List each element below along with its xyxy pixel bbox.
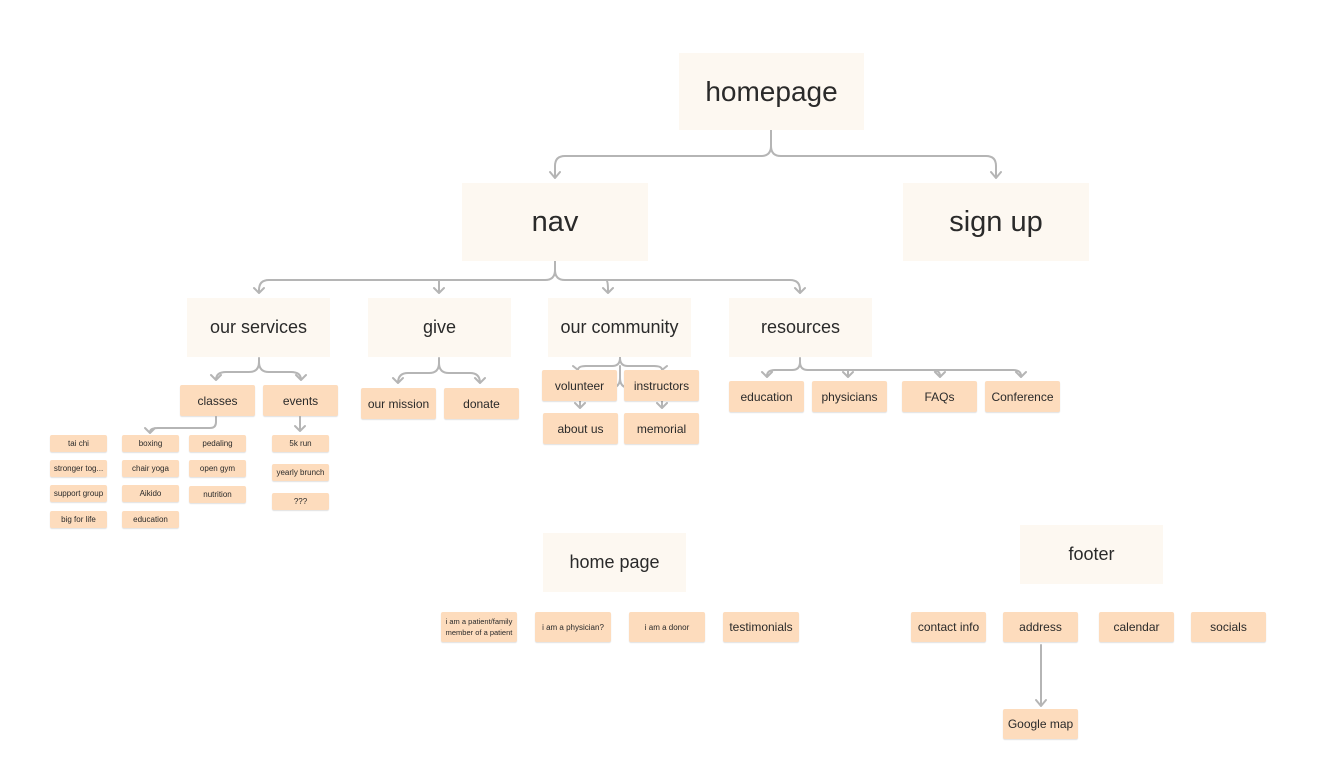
resources-node: resources xyxy=(729,298,872,357)
home-page-node: home page xyxy=(543,533,686,592)
home-page-item-donor: i am a donor xyxy=(629,612,705,642)
event-item-yearly-brunch: yearly brunch xyxy=(272,464,329,481)
nav-node: nav xyxy=(462,183,648,261)
class-item-tai-chi: tai chi xyxy=(50,435,107,452)
class-item-aikido: Aikido xyxy=(122,485,179,502)
class-item-stronger-together: stronger tog... xyxy=(50,460,107,477)
give-node: give xyxy=(368,298,511,357)
sign-up-node: sign up xyxy=(903,183,1089,261)
class-item-support-group: support group xyxy=(50,485,107,502)
community-item-memorial: memorial xyxy=(624,413,699,444)
events-node: events xyxy=(263,385,338,416)
class-item-boxing: boxing xyxy=(122,435,179,452)
connector-give-children xyxy=(392,357,486,384)
resources-item-physicians: physicians xyxy=(812,381,887,412)
footer-item-address: address xyxy=(1003,612,1078,642)
resources-item-faqs: FAQs xyxy=(902,381,977,412)
class-item-nutrition: nutrition xyxy=(189,486,246,503)
our-services-node: our services xyxy=(187,298,330,357)
class-item-open-gym: open gym xyxy=(189,460,246,477)
footer-node: footer xyxy=(1020,525,1163,584)
connector-nav-children xyxy=(253,260,806,294)
event-item-5k-run: 5k run xyxy=(272,435,329,452)
class-item-chair-yoga: chair yoga xyxy=(122,460,179,477)
home-page-item-physician: i am a physician? xyxy=(535,612,611,642)
footer-item-socials: socials xyxy=(1191,612,1266,642)
footer-item-google-map: Google map xyxy=(1003,709,1078,739)
resources-item-education: education xyxy=(729,381,804,412)
event-item-unknown: ??? xyxy=(272,493,329,510)
our-community-node: our community xyxy=(548,298,691,357)
give-item-our-mission: our mission xyxy=(361,388,436,419)
class-item-pedaling: pedaling xyxy=(189,435,246,452)
resources-item-conference: Conference xyxy=(985,381,1060,412)
connector-homepage-children xyxy=(549,129,1002,179)
community-item-volunteer: volunteer xyxy=(542,370,617,401)
community-item-instructors: instructors xyxy=(624,370,699,401)
footer-item-calendar: calendar xyxy=(1099,612,1174,642)
classes-node: classes xyxy=(180,385,255,416)
community-item-about-us: about us xyxy=(543,413,618,444)
class-item-education: education xyxy=(122,511,179,528)
connector-classes-children xyxy=(144,416,217,434)
home-page-item-testimonials: testimonials xyxy=(723,612,799,642)
give-item-donate: donate xyxy=(444,388,519,419)
footer-item-contact-info: contact info xyxy=(911,612,986,642)
class-item-big-for-life: big for life xyxy=(50,511,107,528)
connector-events-children xyxy=(294,416,306,432)
homepage-node: homepage xyxy=(679,53,864,130)
connector-services-children xyxy=(210,357,307,381)
home-page-item-patient: i am a patient/family member of a patien… xyxy=(441,612,517,642)
connector-address-child xyxy=(1035,644,1047,707)
connector-resources-children xyxy=(761,357,1027,378)
